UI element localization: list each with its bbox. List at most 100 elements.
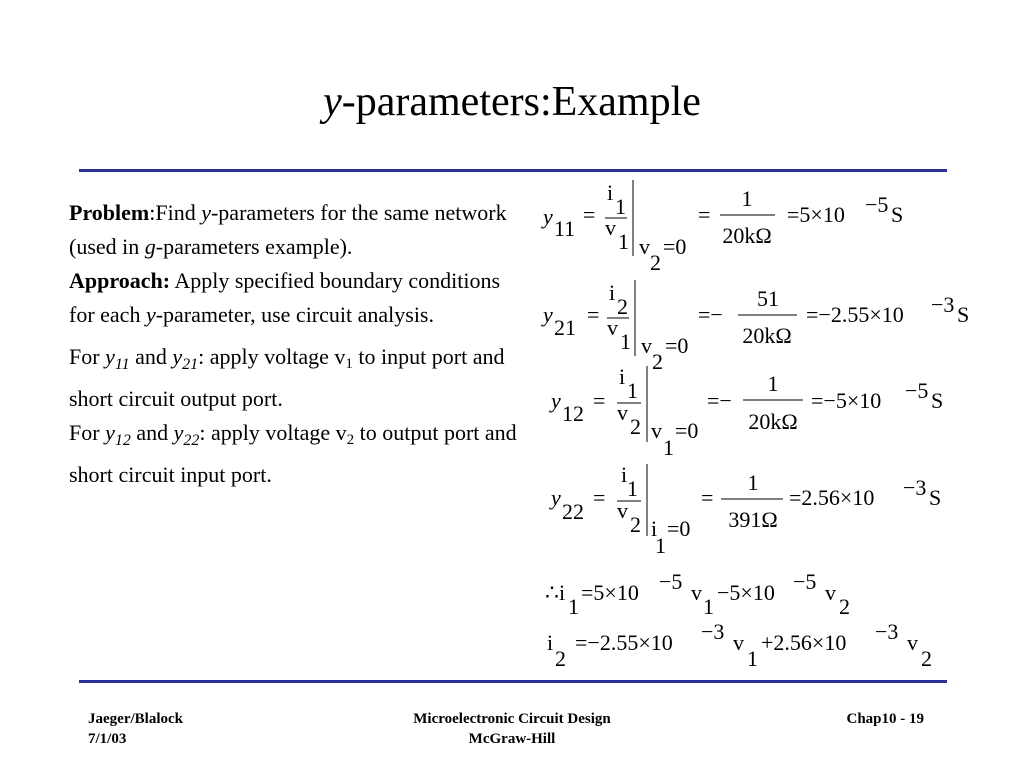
problem-label: Problem	[69, 200, 150, 225]
eq1-den-v: v	[605, 215, 616, 240]
eq2-lhs-sub: 21	[554, 315, 576, 340]
eq4-result: =2.56×10	[789, 485, 874, 510]
eq2-frac-num: 51	[757, 286, 779, 311]
for2-text-2: and	[130, 420, 174, 445]
body-text: Problem:Find y-parameters for the same n…	[69, 196, 529, 492]
equation-block: y 11 = i 1 v 1 v 2 =0 = 1 20kΩ =5×10 −5 …	[541, 180, 969, 671]
eq3-cond-sub: 1	[663, 435, 674, 460]
for1-v-sub: 1	[345, 356, 353, 372]
slide-title: y-parameters:Example	[0, 74, 1024, 130]
eq2-frac-den: 20kΩ	[742, 323, 791, 348]
eq1-exponent: −5	[865, 192, 888, 217]
eq4-num-i: i	[621, 462, 627, 487]
eq3-num-i: i	[619, 364, 625, 389]
sum2-v2: v	[907, 630, 918, 655]
eq2-num-i: i	[609, 280, 615, 305]
problem-text-1: :Find	[149, 200, 202, 225]
footer-center: Microelectronic Circuit Design McGraw-Hi…	[352, 709, 672, 749]
title-italic-y: y	[323, 79, 342, 125]
footer-right: Chap10 - 19	[800, 709, 924, 729]
eq2-cond-val: =0	[665, 333, 688, 358]
top-divider	[79, 169, 947, 172]
sum2-lead: i	[547, 630, 553, 655]
eq4-pre: =	[701, 485, 713, 510]
eq3-equals: =	[593, 388, 605, 413]
eq2-lhs-y: y	[541, 302, 553, 327]
approach-y: y	[145, 302, 156, 327]
for1-sub-a: 11	[114, 356, 130, 373]
approach-text-1: Apply specified boundary conditions for …	[69, 268, 501, 327]
sum1-v2-sub: 2	[839, 594, 850, 619]
for1-sub-b: 21	[182, 356, 199, 373]
eq4-frac-den: 391Ω	[728, 507, 777, 532]
eq2-cond-var: v	[641, 333, 652, 358]
problem-text-2: -parameters for the same network (used i…	[69, 200, 507, 259]
eq3-lhs-sub: 12	[562, 401, 584, 426]
sum2-exp-a: −3	[701, 619, 724, 644]
for1-y-b: y	[172, 344, 183, 369]
eq1-unit: S	[891, 202, 903, 227]
eq2-pre: =−	[698, 302, 723, 327]
approach-paragraph: Approach: Apply specified boundary condi…	[69, 264, 529, 332]
eq2-equals: =	[587, 302, 599, 327]
eq4-lhs-sub: 22	[562, 499, 584, 524]
eq2-result: =−2.55×10	[806, 302, 904, 327]
for2-sub-b: 22	[183, 432, 200, 449]
sum1-v1-sub: 1	[703, 594, 714, 619]
footer-author: Jaeger/Blalock	[88, 711, 183, 727]
eq4-equals: =	[593, 485, 605, 510]
sum1-v1: v	[691, 580, 702, 605]
eq1-cond-var: v	[639, 234, 650, 259]
approach-text-2: -parameter, use circuit analysis.	[155, 302, 434, 327]
summary-i1: ∴i 1 =5×10 −5 v 1 −5×10 −5 v 2	[545, 569, 850, 619]
sum2-v1-sub: 1	[747, 646, 758, 671]
problem-text-3: -parameters example).	[155, 234, 353, 259]
eq1-num-i: i	[607, 180, 613, 205]
for1-text-1: For	[69, 344, 106, 369]
footer-date: 7/1/03	[88, 731, 127, 747]
equation-y21: y 21 = i 2 v 1 v 2 =0 =− 51 20kΩ =−2.55×…	[541, 280, 969, 374]
equation-y22: y 22 = i 1 v 2 i 1 =0 = 1 391Ω =2.56×10 …	[549, 462, 941, 558]
eq1-result: =5×10	[787, 202, 845, 227]
footer-publisher: McGraw-Hill	[468, 731, 556, 747]
approach-label: Approach:	[69, 268, 171, 293]
sum1-coeff-b: −5×10	[717, 580, 775, 605]
sum1-lead-sub: 1	[568, 594, 579, 619]
eq4-cond-val: =0	[667, 516, 690, 541]
problem-y: y	[201, 200, 211, 225]
eq1-den-sub: 1	[618, 229, 629, 254]
for1-text-2: and	[129, 344, 173, 369]
eq3-frac-num: 1	[768, 371, 779, 396]
eq3-pre: =−	[707, 388, 732, 413]
eq3-exponent: −5	[905, 378, 928, 403]
eq3-unit: S	[931, 388, 943, 413]
eq1-cond-sub: 2	[650, 250, 661, 275]
eq3-den-sub: 2	[630, 414, 641, 439]
for1-text-4: to input port and short circuit output p…	[69, 344, 505, 411]
sum2-coeff-a: =−2.55×10	[575, 630, 673, 655]
sum1-lead: ∴i	[545, 580, 565, 605]
sum1-exp-b: −5	[793, 569, 816, 594]
sum2-exp-b: −3	[875, 619, 898, 644]
eq1-pre: =	[698, 202, 710, 227]
eq2-unit: S	[957, 302, 969, 327]
eq4-den-v: v	[617, 498, 628, 523]
eq2-exponent: −3	[931, 292, 954, 317]
eq4-num-sub: 1	[627, 476, 638, 501]
for1-y-a: y	[105, 344, 115, 369]
for1-text-3: : apply voltage v	[198, 344, 346, 369]
summary-i2: i 2 =−2.55×10 −3 v 1 +2.56×10 −3 v 2	[547, 619, 932, 671]
eq3-cond-var: v	[651, 418, 662, 443]
footer-slide-number: Chap10 - 19	[846, 711, 924, 727]
eq4-exponent: −3	[903, 475, 926, 500]
eq1-cond-val: =0	[663, 234, 686, 259]
eq1-lhs-y: y	[541, 204, 553, 229]
eq4-cond-var: i	[651, 516, 657, 541]
eq1-frac-den: 20kΩ	[722, 223, 771, 248]
eq3-lhs-y: y	[549, 388, 561, 413]
eq1-num-sub: 1	[615, 194, 626, 219]
eq4-frac-num: 1	[748, 470, 759, 495]
for2-v-sub: 2	[346, 432, 355, 448]
footer-left: Jaeger/Blalock 7/1/03	[88, 709, 183, 749]
footer-book-title: Microelectronic Circuit Design	[413, 711, 611, 727]
